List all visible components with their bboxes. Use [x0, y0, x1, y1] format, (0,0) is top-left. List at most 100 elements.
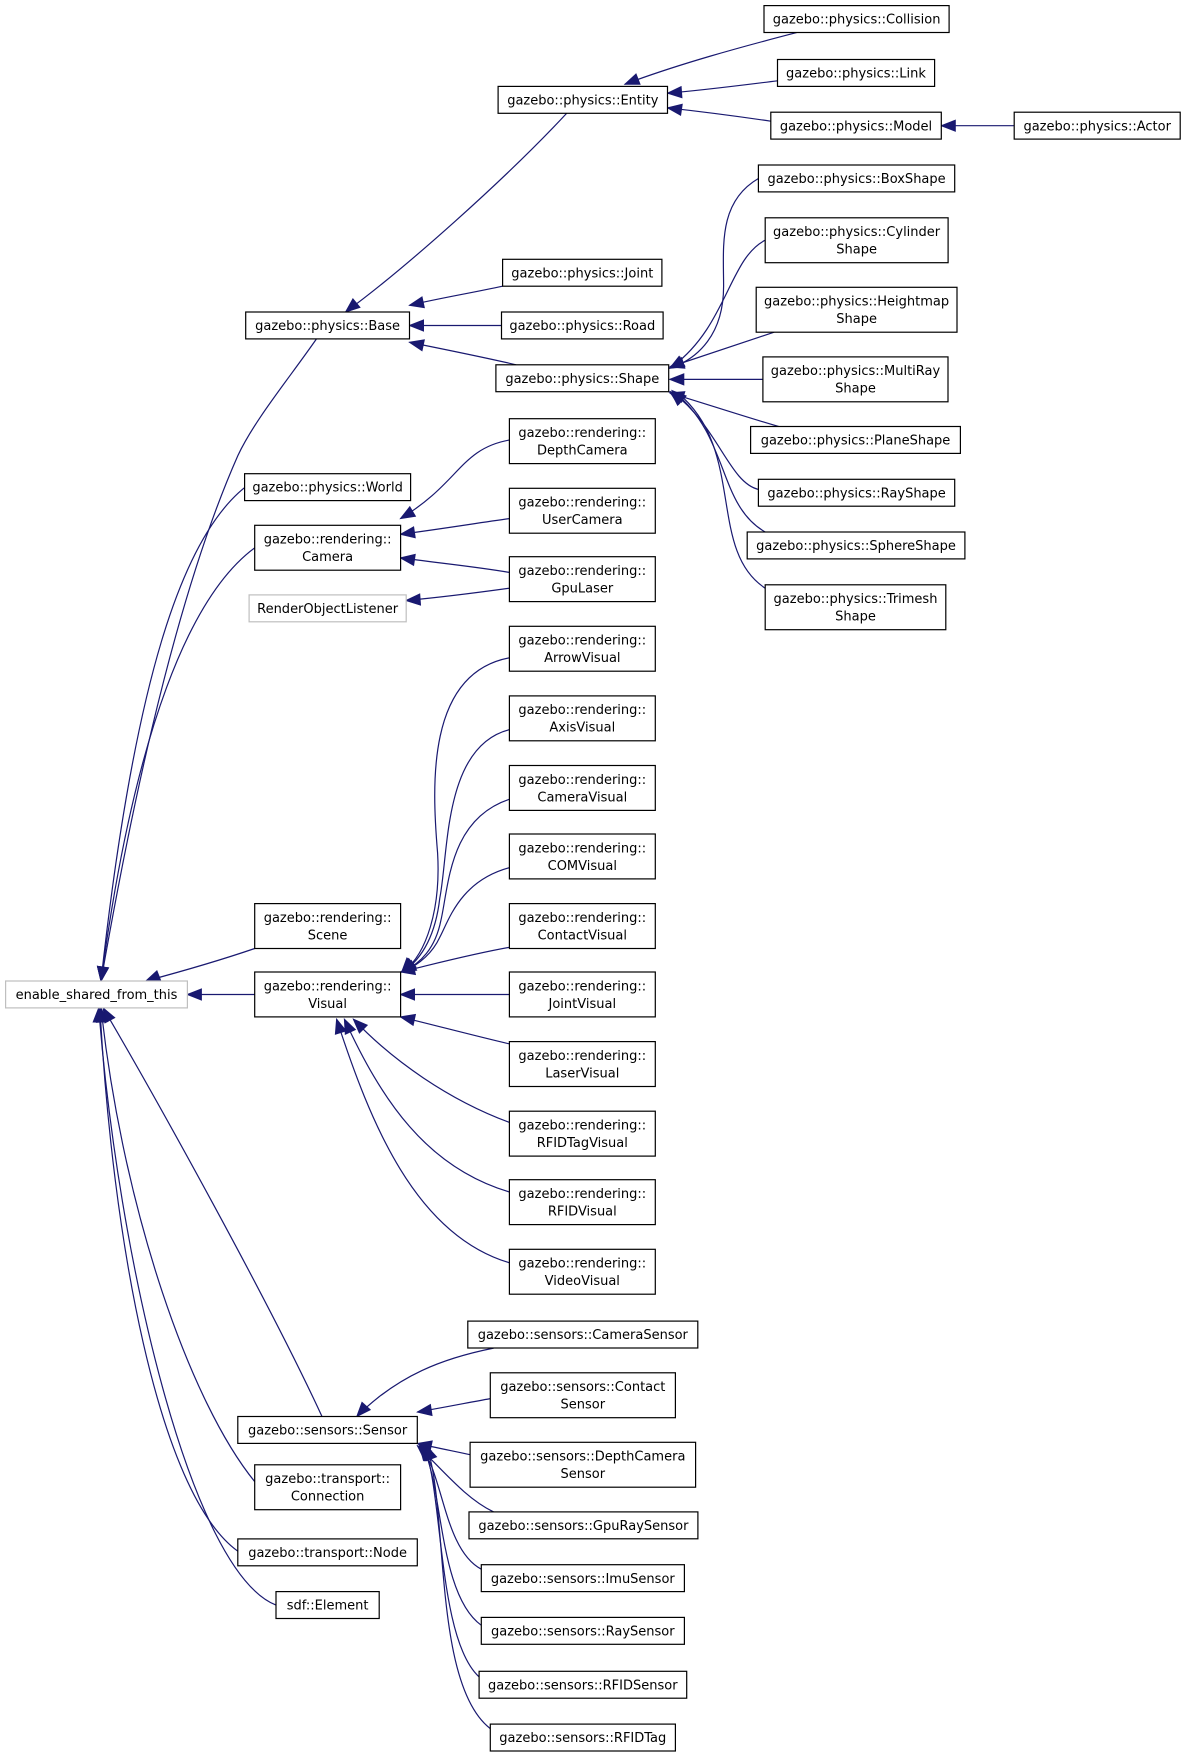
class-node-imu[interactable]: gazebo::sensors::ImuSensor [480, 1564, 685, 1593]
class-name-label: gazebo::physics::Entity [507, 94, 659, 109]
class-name-label: GpuLaser [551, 582, 614, 597]
class-node-connection[interactable]: gazebo::transport::Connection [254, 1464, 402, 1511]
class-box [489, 1723, 676, 1752]
inheritance-edge-multiray-shape [668, 373, 763, 386]
class-box [508, 1179, 656, 1226]
inheritance-edge-axis-visual [400, 729, 510, 974]
class-box [508, 764, 656, 812]
class-node-jointvis[interactable]: gazebo::rendering::JointVisual [508, 971, 656, 1018]
inheritance-edges [92, 32, 1015, 1730]
class-node-boxshape[interactable]: gazebo::physics::BoxShape [757, 164, 956, 193]
class-node-sphere[interactable]: gazebo::physics::SphereShape [746, 531, 966, 560]
class-node-base[interactable]: gazebo::physics::Base [245, 311, 411, 340]
class-node-laservis[interactable]: gazebo::rendering::LaserVisual [508, 1040, 656, 1088]
class-box [776, 58, 936, 87]
class-node-camera[interactable]: gazebo::rendering::Camera [254, 524, 402, 571]
class-name-label: COMVisual [548, 859, 617, 874]
class-name-label: gazebo::physics::SphereShape [756, 539, 956, 554]
class-node-rayshape[interactable]: gazebo::physics::RayShape [757, 478, 956, 507]
class-node-sensor[interactable]: gazebo::sensors::Sensor [237, 1415, 418, 1444]
class-node-arrow[interactable]: gazebo::rendering::ArrowVisual [508, 625, 656, 672]
inheritance-edge-trimesh-shape [670, 389, 766, 589]
class-name-label: LaserVisual [545, 1066, 619, 1081]
arrowhead [344, 298, 361, 313]
edge-line [336, 1019, 510, 1264]
class-node-camsensor[interactable]: gazebo::sensors::CameraSensor [467, 1320, 699, 1349]
class-node-plane[interactable]: gazebo::physics::PlaneShape [749, 425, 961, 454]
class-node-axis[interactable]: gazebo::rendering::AxisVisual [508, 695, 656, 742]
class-name-label: gazebo::transport::Node [248, 1546, 407, 1561]
class-node-node[interactable]: gazebo::transport::Node [237, 1538, 418, 1567]
arrowhead [670, 389, 687, 405]
class-node-videovis[interactable]: gazebo::rendering::VideoVisual [508, 1248, 656, 1295]
class-node-com[interactable]: gazebo::rendering::COMVisual [508, 833, 656, 880]
arrowhead [92, 1006, 105, 1023]
class-name-label: ContactVisual [538, 928, 627, 943]
class-node-contactvis[interactable]: gazebo::rendering::ContactVisual [508, 902, 656, 950]
edge-line [667, 80, 778, 94]
class-node-collision[interactable]: gazebo::physics::Collision [763, 4, 950, 34]
class-node-rfidtag[interactable]: gazebo::sensors::RFIDTag [489, 1723, 676, 1752]
class-node-actor[interactable]: gazebo::physics::Actor [1013, 111, 1181, 140]
class-box [770, 111, 942, 140]
class-name-label: gazebo::physics::Trimesh [774, 592, 938, 607]
class-name-label: RFIDTagVisual [537, 1136, 628, 1151]
class-node-road[interactable]: gazebo::physics::Road [500, 311, 664, 340]
class-node-element[interactable]: sdf::Element [275, 1590, 380, 1620]
class-name-label: RenderObjectListener [257, 602, 399, 617]
edge-line [402, 867, 510, 973]
class-name-label: gazebo::rendering:: [518, 564, 646, 579]
edge-line [400, 518, 510, 535]
edge-line [402, 729, 510, 973]
inheritance-edge-gpulaser-camera [399, 553, 510, 573]
class-box [478, 1670, 688, 1699]
class-node-shape[interactable]: gazebo::physics::Shape [495, 364, 670, 393]
class-node-rfidtagvis[interactable]: gazebo::rendering::RFIDTagVisual [508, 1110, 656, 1157]
class-name-label: gazebo::rendering:: [518, 1187, 646, 1202]
class-node-rfidsensor[interactable]: gazebo::sensors::RFIDSensor [478, 1670, 688, 1699]
class-node-model[interactable]: gazebo::physics::Model [770, 111, 942, 140]
class-name-label: Shape [836, 312, 877, 327]
edge-line [624, 32, 797, 85]
inheritance-edge-boxshape-shape [668, 177, 759, 369]
class-node-joint[interactable]: gazebo::physics::Joint [502, 258, 663, 287]
class-name-label: gazebo::physics::Actor [1023, 119, 1171, 134]
inheritance-edge-entity-base [344, 112, 568, 313]
class-name-label: UserCamera [542, 513, 623, 528]
arrowhead [399, 553, 416, 567]
edge-line [669, 392, 779, 428]
class-node-entity[interactable]: gazebo::physics::Entity [497, 85, 669, 114]
class-node-rfidvis[interactable]: gazebo::rendering::RFIDVisual [508, 1179, 656, 1226]
inheritance-edge-rfidvis-visual [343, 1017, 510, 1193]
class-node-esft[interactable]: enable_shared_from_this [4, 980, 189, 1009]
class-node-scene[interactable]: gazebo::rendering::Scene [254, 902, 402, 950]
class-node-gpuray[interactable]: gazebo::sensors::GpuRaySensor [468, 1511, 699, 1540]
class-node-visual[interactable]: gazebo::rendering::Visual [254, 971, 402, 1018]
class-node-usercam[interactable]: gazebo::rendering::UserCamera [508, 487, 656, 534]
class-node-depthcam[interactable]: gazebo::rendering::DepthCamera [508, 418, 656, 465]
class-node-world[interactable]: gazebo::physics::World [244, 473, 412, 502]
class-node-raysensor[interactable]: gazebo::sensors::RaySensor [480, 1616, 685, 1645]
arrowhead [666, 103, 683, 116]
class-box [500, 311, 664, 340]
class-name-label: gazebo::physics::Joint [511, 266, 653, 281]
class-node-gpulaser[interactable]: gazebo::rendering::GpuLaser [508, 556, 656, 603]
class-box [508, 1248, 656, 1295]
class-name-label: gazebo::rendering:: [518, 773, 646, 788]
class-node-rol[interactable]: RenderObjectListener [248, 594, 407, 623]
edge-line [677, 392, 766, 589]
class-name-label: gazebo::sensors::Sensor [248, 1424, 408, 1439]
class-box [489, 1372, 676, 1419]
class-name-label: DepthCamera [537, 444, 628, 459]
arrowhead [355, 1401, 372, 1418]
class-node-cameravis[interactable]: gazebo::rendering::CameraVisual [508, 764, 656, 812]
class-node-link[interactable]: gazebo::physics::Link [776, 58, 936, 87]
class-name-label: gazebo::sensors::Contact [500, 1380, 665, 1395]
